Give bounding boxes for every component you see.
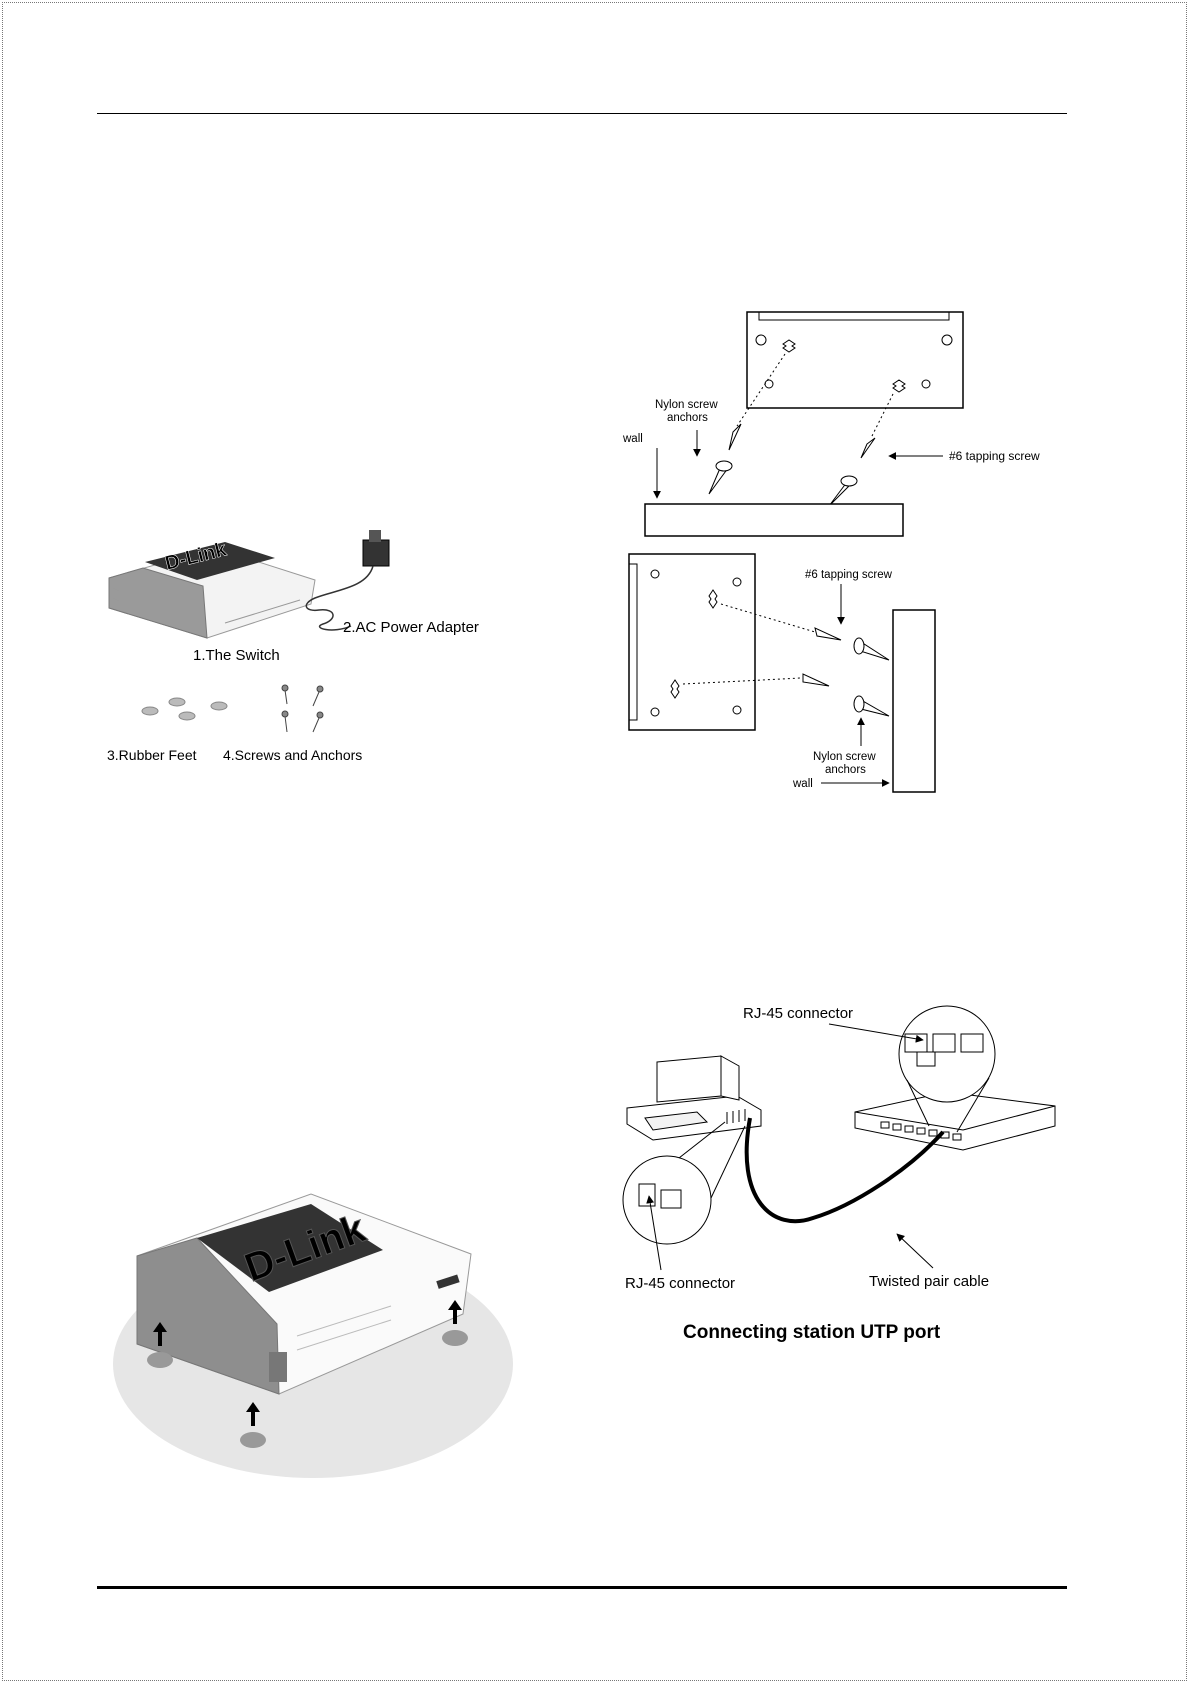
connection-figure: RJ-45 connector RJ-45 connector Twisted … [617,1000,1065,1375]
side-wall-label: wall [792,778,813,790]
label-adapter: 2.AC Power Adapter [343,619,479,636]
rubber-feet-figure: D-Link [101,1174,527,1484]
rubber-feet-illustration [142,698,227,720]
side-anchors-line2: anchors [825,764,866,776]
wall-mount-figure: Nylon screw anchors wall #6 tapping scre… [609,306,1069,796]
power-adapter-illustration [306,530,389,630]
footer-rule [97,1586,1067,1589]
top-anchors-line1: Nylon screw [655,399,718,411]
label-switch: 1.The Switch [193,647,280,664]
side-anchors-line1: Nylon screw [813,751,876,763]
rj45-top-label: RJ-45 connector [743,1005,853,1022]
side-screw-label: #6 tapping screw [805,569,893,581]
screws-anchors-illustration [282,685,323,732]
package-contents-figure: D-Link 1.The Switch 2.AC Power Adapter 3… [105,528,525,768]
wall-mount-top-view: Nylon screw anchors wall #6 tapping scre… [622,312,1040,536]
port-detail-zoom-bottom [623,1122,745,1244]
cable-label: Twisted pair cable [869,1273,989,1290]
connection-caption: Connecting station UTP port [683,1322,941,1343]
label-rubber-feet: 3.Rubber Feet [107,747,197,763]
switch-illustration: D-Link [109,538,315,638]
rj45-bottom-label: RJ-45 connector [625,1275,735,1292]
label-screws-anchors: 4.Screws and Anchors [223,747,362,763]
top-wall-label: wall [622,433,643,445]
top-screw-label: #6 tapping screw [949,449,1040,463]
header-rule [97,113,1067,114]
top-anchors-line2: anchors [667,412,708,424]
wall-mount-side-view: #6 tapping screw Nylon screw anchors wal… [629,554,935,792]
computer-illustration [627,1056,761,1140]
